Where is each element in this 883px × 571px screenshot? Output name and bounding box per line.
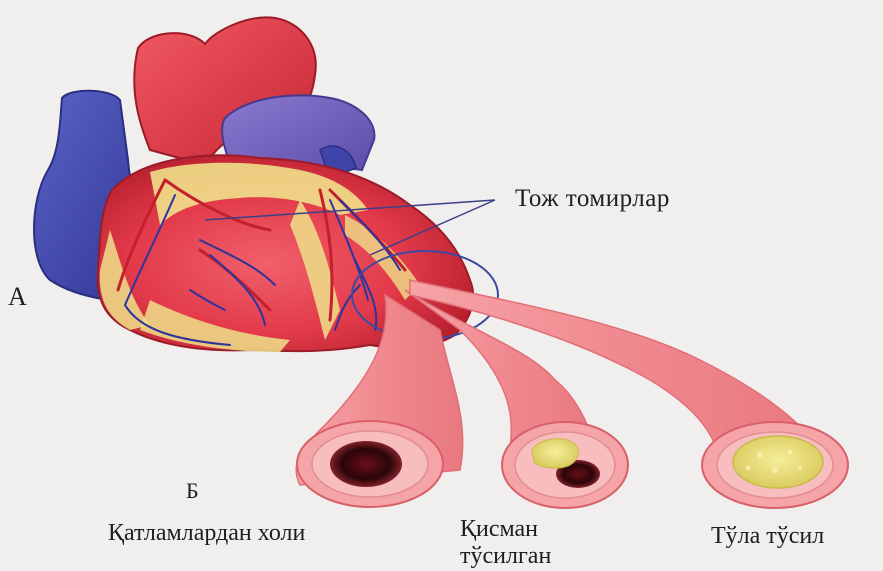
- panel-a-label: А: [8, 284, 27, 310]
- artery-partial-label-line2: тўсилган: [460, 544, 551, 568]
- plaque-partial: [532, 439, 578, 468]
- plaque-full: [733, 436, 823, 488]
- artery-full-label: Тўла тўсил: [711, 524, 824, 548]
- artery-partial-label-line1: Қисман: [460, 517, 538, 541]
- panel-b-label: Б: [186, 480, 199, 502]
- artery-clear-label: Қатламлардан холи: [108, 521, 305, 545]
- coronary-vessels-label: Тож томирлар: [515, 186, 670, 211]
- heart: [34, 17, 498, 352]
- lumen-clear: [330, 441, 402, 487]
